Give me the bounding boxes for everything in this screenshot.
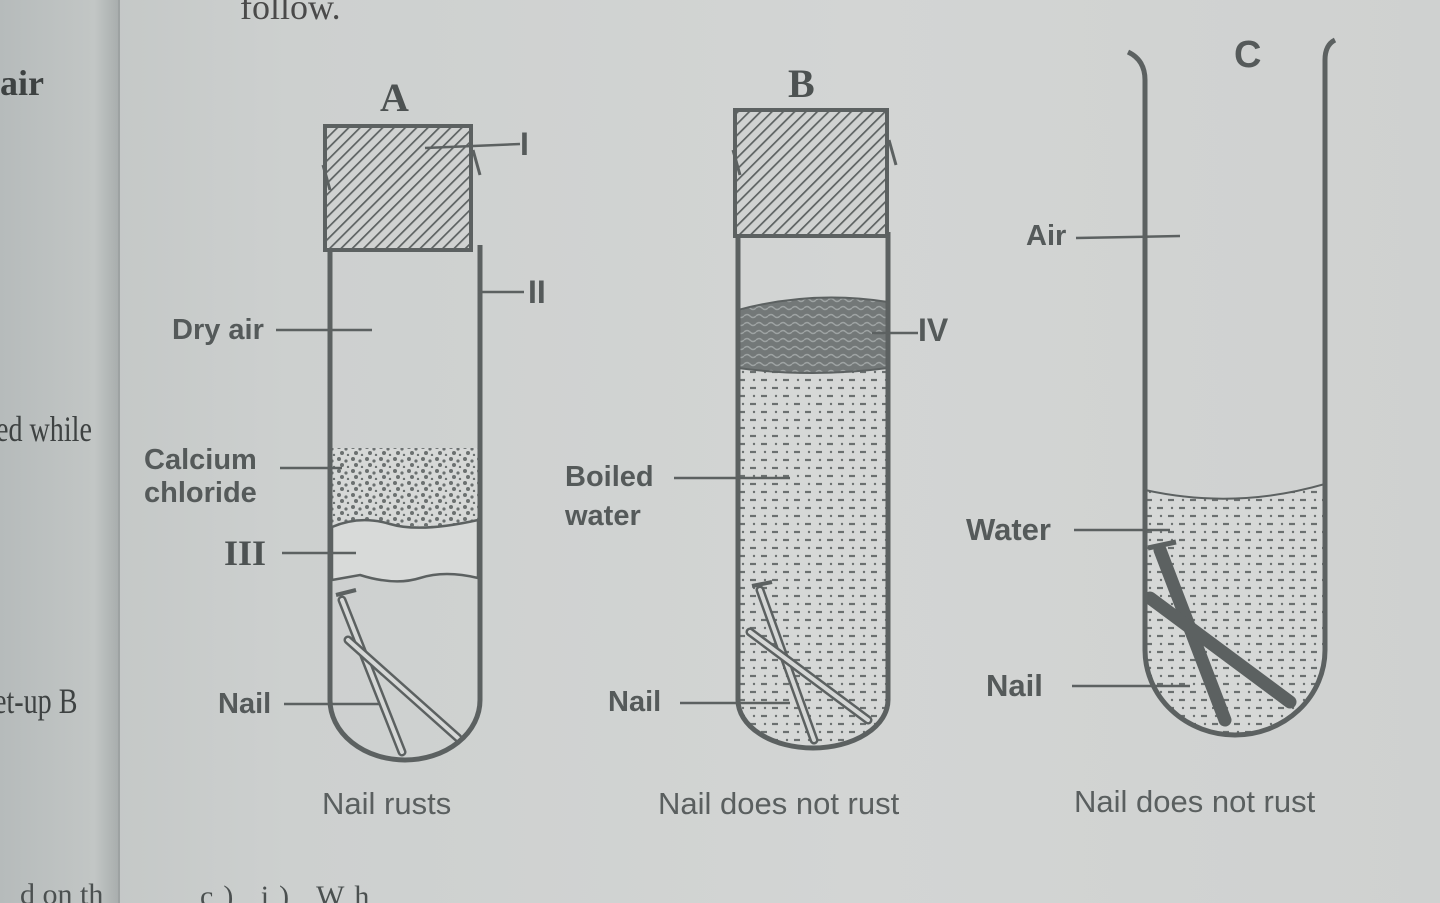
label-nail-c: Nail xyxy=(986,668,1043,703)
oil-layer xyxy=(738,296,888,374)
boiled-water-layer xyxy=(738,366,888,748)
nail-c xyxy=(1145,539,1297,727)
setup-a xyxy=(276,124,524,763)
label-boiled: Boiled xyxy=(565,461,654,493)
caption-a: Nail rusts xyxy=(322,786,452,821)
label-nail-b: Nail xyxy=(608,686,662,718)
setup-c-letter: C xyxy=(1234,34,1262,76)
test-tube-c xyxy=(1126,37,1337,738)
margin-text-2: ed while xyxy=(0,409,92,449)
calcium-chloride-layer xyxy=(330,448,480,526)
label-dry-air: Dry air xyxy=(172,314,264,346)
rubber-stopper-a xyxy=(323,124,473,252)
label-stopper-i: I xyxy=(520,126,529,162)
test-tube-b xyxy=(735,232,891,751)
setup-a-letter: A xyxy=(380,75,409,120)
setup-b xyxy=(674,108,918,751)
caption-c: Nail does not rust xyxy=(1074,784,1316,819)
nail-a xyxy=(335,588,463,757)
margin-text-1: air xyxy=(0,63,44,103)
label-water-c: Water xyxy=(966,512,1051,547)
previous-page-margin xyxy=(0,0,120,903)
setup-b-letter: B xyxy=(788,61,815,106)
label-chloride: chloride xyxy=(144,477,257,509)
rubber-stopper-b xyxy=(733,108,889,238)
bottom-question-fragment: c) i) Wh xyxy=(200,880,380,903)
cotton-wool-plug xyxy=(330,518,480,583)
nail-b xyxy=(745,580,873,745)
margin-text-4: d on th xyxy=(20,878,104,903)
margin-text-3: et-up B xyxy=(0,681,78,721)
label-nail-a: Nail xyxy=(218,688,272,720)
header-fragment: follow. xyxy=(240,0,341,27)
setup-c xyxy=(1072,37,1337,738)
label-calcium: Calcium xyxy=(144,444,257,476)
label-air: Air xyxy=(1026,220,1067,252)
caption-b: Nail does not rust xyxy=(658,786,900,821)
label-cotton-iii: III xyxy=(224,533,267,573)
label-tube-ii: II xyxy=(528,274,546,310)
label-water-b: water xyxy=(565,500,641,532)
test-tube-a xyxy=(327,245,483,763)
label-oil-iv: IV xyxy=(918,312,949,348)
